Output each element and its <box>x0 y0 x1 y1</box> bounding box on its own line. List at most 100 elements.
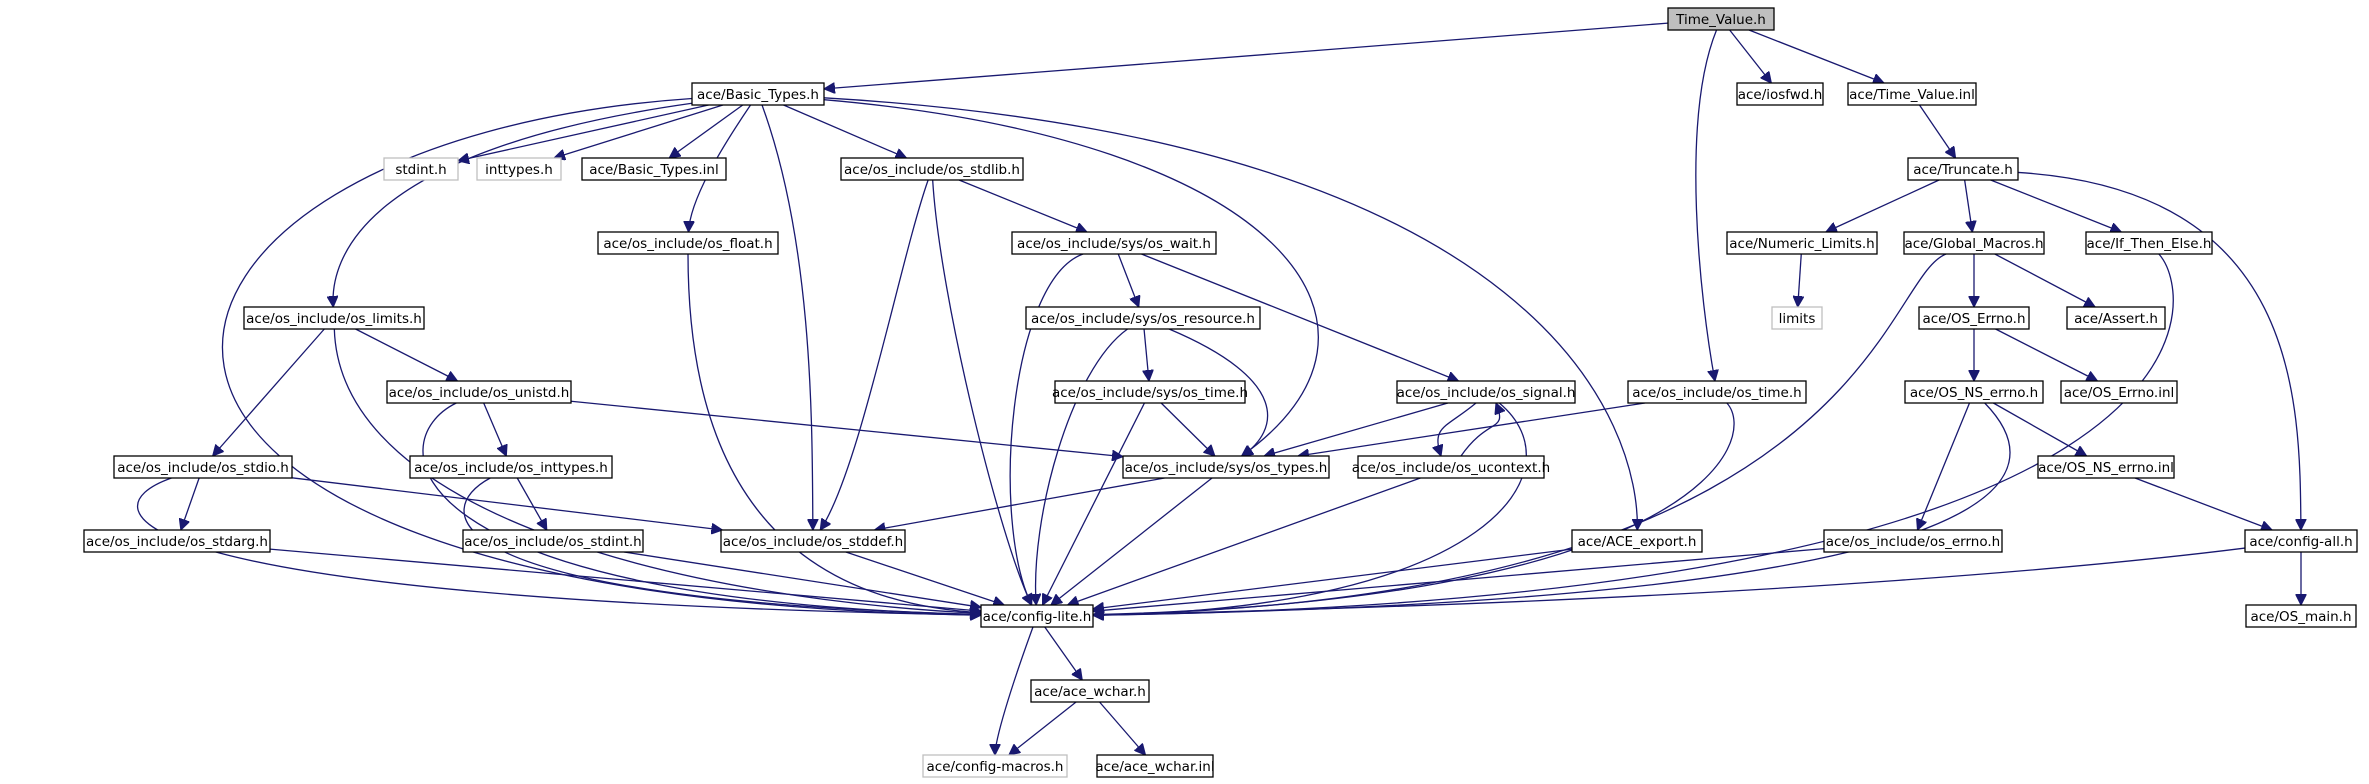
node-box <box>1847 82 1977 106</box>
edge-os-unistd-h-to-sys-os-types-h <box>570 400 1123 456</box>
node-os-unistd-h[interactable]: ace/os_include/os_unistd.h <box>386 380 572 404</box>
node-basic-types-inl[interactable]: ace/Basic_Types.inl <box>581 157 727 181</box>
node-os-inttypes-h[interactable]: ace/os_include/os_inttypes.h <box>409 455 613 479</box>
node-time-value-h[interactable]: Time_Value.h <box>1667 7 1775 31</box>
node-config-lite-h[interactable]: ace/config-lite.h <box>980 604 1094 628</box>
node-os-stdio-h[interactable]: ace/os_include/os_stdio.h <box>113 455 293 479</box>
node-os-ns-errno-inl[interactable]: ace/OS_NS_errno.inl <box>2037 455 2175 479</box>
edge-os-unistd-h-to-os-inttypes-h <box>483 402 507 456</box>
node-iosfwd-h[interactable]: ace/iosfwd.h <box>1736 82 1824 106</box>
edge-sys-os-resource-h-to-sys-os-types-h <box>1168 328 1269 456</box>
node-label: inttypes.h <box>485 162 553 178</box>
edge-time-value-h-to-iosfwd-h <box>1729 29 1772 83</box>
node-label: ace/os_include/os_time.h <box>1632 385 1801 401</box>
edge-os-time-h-to-sys-os-types-h <box>1298 402 1646 456</box>
edge-config-all-h-to-config-lite-h <box>1093 547 2246 615</box>
node-os-ucontext-h[interactable]: ace/os_include/os_ucontext.h <box>1352 455 1550 479</box>
node-label: ace/os_include/os_ucontext.h <box>1352 460 1550 476</box>
edge-sys-os-time-h-to-config-lite-h <box>1041 402 1146 605</box>
node-global-macros-h[interactable]: ace/Global_Macros.h <box>1903 231 2045 255</box>
node-basic-types-h[interactable]: ace/Basic_Types.h <box>691 82 825 106</box>
node-box <box>1736 82 1824 106</box>
edge-truncate-h-to-global-macros-h <box>1963 179 1973 232</box>
edge-basic-types-h-to-os-stddef-h <box>761 104 813 530</box>
edge-os-stdarg-h-to-config-lite-h <box>269 548 981 611</box>
edge-os-float-h-to-config-lite-h <box>687 253 981 613</box>
edge-truncate-h-to-config-all-h <box>2017 171 2301 530</box>
edge-ace-wchar-h-to-config-macros-h <box>1009 701 1077 755</box>
node-config-all-h[interactable]: ace/config-all.h <box>2244 529 2358 553</box>
edge-os-errno-h-to-os-errno-inl <box>1995 328 2098 382</box>
edge-os-stdlib-h-to-os-stddef-h <box>820 179 929 530</box>
node-box <box>691 82 825 106</box>
node-config-macros-h: ace/config-macros.h <box>922 754 1068 778</box>
node-box <box>980 604 1094 628</box>
node-os-errno-h[interactable]: ace/OS_Errno.h <box>1918 306 2030 330</box>
node-os-include-os-errno-h[interactable]: ace/os_include/os_errno.h <box>1823 529 2003 553</box>
node-box <box>113 455 293 479</box>
node-label: ace/ACE_export.h <box>1578 534 1697 550</box>
node-box <box>1011 231 1217 255</box>
node-sys-os-resource-h[interactable]: ace/os_include/sys/os_resource.h <box>1025 306 1261 330</box>
node-truncate-h[interactable]: ace/Truncate.h <box>1907 157 2019 181</box>
node-label: ace/config-lite.h <box>983 609 1092 625</box>
node-os-limits-h[interactable]: ace/os_include/os_limits.h <box>243 306 425 330</box>
node-label: ace/os_include/os_inttypes.h <box>414 460 608 476</box>
node-box <box>1571 529 1703 553</box>
node-box <box>476 157 562 181</box>
node-label: ace/os_include/os_signal.h <box>1397 385 1576 401</box>
node-numeric-limits-h[interactable]: ace/Numeric_Limits.h <box>1726 231 1878 255</box>
node-box <box>1054 380 1246 404</box>
header-nodes: Time_Value.h ace/Basic_Types.h ace/iosfwd.… <box>83 7 2358 778</box>
edge-os-ucontext-h-to-config-lite-h <box>1068 477 1421 605</box>
node-sys-os-types-h[interactable]: ace/os_include/sys/os_types.h <box>1122 455 1330 479</box>
node-sys-os-wait-h[interactable]: ace/os_include/sys/os_wait.h <box>1011 231 1217 255</box>
node-box <box>1907 157 2019 181</box>
node-box <box>720 529 906 553</box>
node-time-value-inl[interactable]: ace/Time_Value.inl <box>1847 82 1977 106</box>
node-os-signal-h[interactable]: ace/os_include/os_signal.h <box>1396 380 1576 404</box>
edge-time-value-h-to-os-time-h <box>1695 29 1717 381</box>
node-os-stdint-h[interactable]: ace/os_include/os_stdint.h <box>462 529 644 553</box>
node-os-errno-inl[interactable]: ace/OS_Errno.inl <box>2060 380 2178 404</box>
node-os-stdlib-h[interactable]: ace/os_include/os_stdlib.h <box>840 157 1024 181</box>
node-ace-wchar-inl[interactable]: ace/ace_wchar.inl <box>1095 754 1215 778</box>
edge-os-ns-errno-inl-to-config-all-h <box>2134 477 2272 530</box>
node-if-then-else-h[interactable]: ace/If_Then_Else.h <box>2085 231 2213 255</box>
node-ace-export-h[interactable]: ace/ACE_export.h <box>1571 529 1703 553</box>
node-ace-wchar-h[interactable]: ace/ace_wchar.h <box>1030 679 1150 703</box>
node-assert-h[interactable]: ace/Assert.h <box>2066 306 2166 330</box>
edge-ace-wchar-h-to-ace-wchar-inl <box>1099 701 1146 755</box>
edge-os-inttypes-h-to-config-lite-h <box>463 477 981 615</box>
node-label: ace/os_include/os_stdint.h <box>464 534 641 550</box>
edge-sys-os-resource-h-to-sys-os-time-h <box>1144 328 1149 381</box>
dependency-edges <box>136 22 2301 755</box>
node-os-stdarg-h[interactable]: ace/os_include/os_stdarg.h <box>83 529 271 553</box>
edge-os-ns-errno-h-to-os-ns-errno-inl <box>1993 402 2086 456</box>
node-box <box>383 157 459 181</box>
node-label: ace/Global_Macros.h <box>1904 236 2043 252</box>
node-label: ace/os_include/os_stddef.h <box>723 534 903 550</box>
node-os-ns-errno-h[interactable]: ace/OS_NS_errno.h <box>1904 380 2044 404</box>
edge-time-value-inl-to-truncate-h <box>1918 104 1955 158</box>
node-os-time-h[interactable]: ace/os_include/os_time.h <box>1627 380 1807 404</box>
edge-if-then-else-h-to-config-lite-h <box>1093 253 2174 615</box>
node-box <box>386 380 572 404</box>
node-label: ace/Truncate.h <box>1913 162 2013 178</box>
node-inttypes-h: inttypes.h <box>476 157 562 181</box>
edge-os-stdio-h-to-config-lite-h <box>136 477 981 615</box>
node-sys-os-time-h[interactable]: ace/os_include/sys/os_time.h <box>1052 380 1248 404</box>
edge-os-stdlib-h-to-config-lite-h <box>932 179 1032 605</box>
node-os-main-h[interactable]: ace/OS_main.h <box>2245 604 2357 628</box>
edge-basic-types-h-to-stdint-h <box>458 104 709 161</box>
edge-os-limits-h-to-os-unistd-h <box>355 328 458 382</box>
node-os-stddef-h[interactable]: ace/os_include/os_stddef.h <box>720 529 906 553</box>
node-label: ace/config-macros.h <box>927 759 1064 775</box>
node-label: ace/os_include/os_stdlib.h <box>844 162 1020 178</box>
edge-os-signal-h-to-os-ucontext-h <box>1438 402 1477 456</box>
node-label: ace/os_include/sys/os_wait.h <box>1017 236 1211 252</box>
node-box <box>83 529 271 553</box>
edge-os-ns-errno-h-to-os-include-os-errno-h <box>1918 402 1971 530</box>
node-os-float-h[interactable]: ace/os_include/os_float.h <box>597 231 779 255</box>
